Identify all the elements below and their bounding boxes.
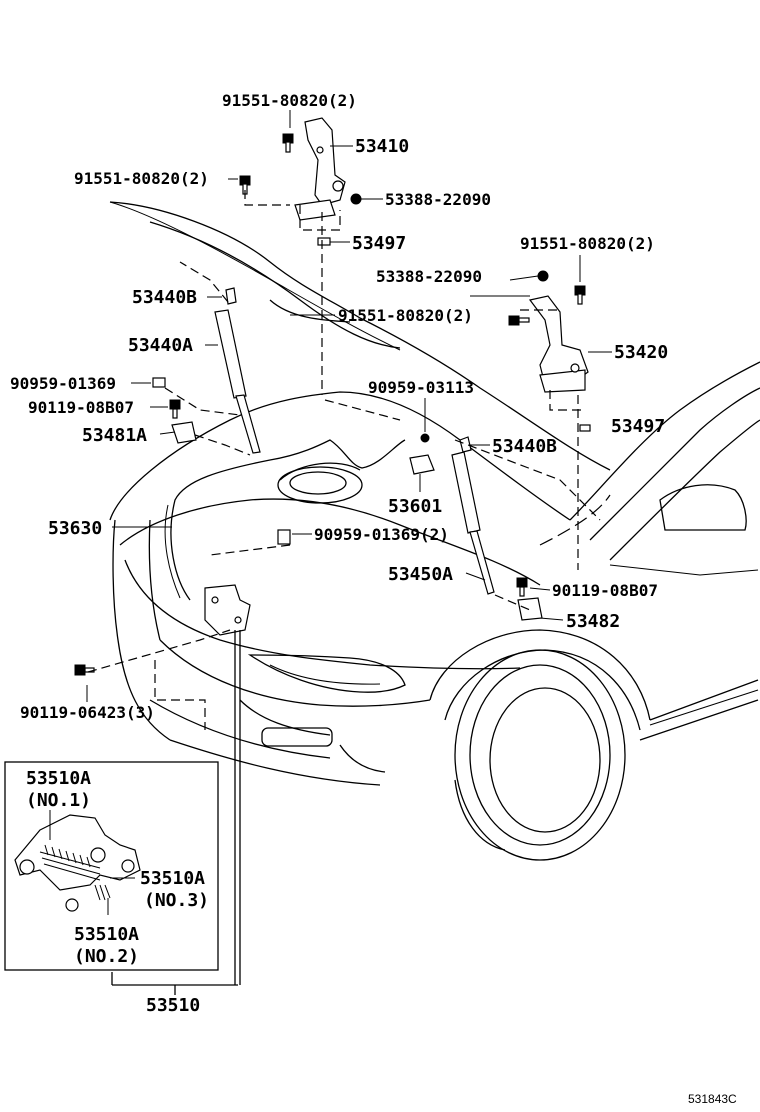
label-stay-l: 53440A (128, 335, 193, 356)
hinge-lh (294, 117, 346, 221)
hood-stay-left (214, 309, 261, 454)
label-cushion-2: 53388-22090 (376, 267, 482, 286)
release-handle (409, 454, 435, 475)
hinge-rh (528, 295, 589, 393)
label-lock-sub-1-no: (NO.1) (26, 790, 91, 811)
label-hinge-lh: 53410 (355, 136, 409, 157)
vehicle-body (109, 361, 760, 861)
label-lock-sub-1: 53510A (26, 768, 91, 789)
label-stay-bracket-r: 53440B (492, 436, 557, 457)
label-clip-2: 90959-03113 (368, 378, 474, 397)
label-lock-sub-2-no: (NO.2) (74, 946, 139, 967)
lock-detail-inset (4, 761, 219, 971)
label-release-handle: 53601 (388, 496, 442, 517)
label-lock-assy: 53510 (146, 995, 200, 1016)
hood-panel (109, 201, 611, 471)
lock-detail-drawing (14, 810, 141, 915)
lock-assembly-bracket (111, 630, 241, 995)
label-stay-mount-l: 53481A (82, 425, 147, 446)
label-stay-mount-r: 53482 (566, 611, 620, 632)
label-bolt-stay-r: 90119-08B07 (552, 581, 658, 600)
leader-lines (86, 110, 612, 702)
label-bolt-hinge-left: 91551-80820(2) (74, 169, 209, 188)
label-stay-bracket-l: 53440B (132, 287, 197, 308)
label-lock-sub-3: 53510A (140, 868, 205, 889)
small-part-icons (152, 193, 591, 545)
label-shim-1: 53497 (352, 233, 406, 254)
label-cushion-1: 53388-22090 (385, 190, 491, 209)
label-bolt-lock: 90119-06423(3) (20, 703, 155, 722)
release-cable (170, 439, 406, 601)
hood-stay-right (451, 451, 495, 595)
label-bolt-hinge-top: 91551-80820(2) (222, 91, 357, 110)
label-cable: 53630 (48, 518, 102, 539)
part-labels: 91551-80820(2) 53410 91551-80820(2) 5338… (10, 91, 737, 1106)
label-hinge-rh: 53420 (614, 342, 668, 363)
hood-lock (204, 584, 251, 636)
label-bolt-mid: 91551-80820(2) (338, 306, 473, 325)
figure-code: 531843C (688, 1092, 737, 1106)
label-bolt-hinge-right: 91551-80820(2) (520, 234, 655, 253)
label-clip-1: 90959-01369 (10, 374, 116, 393)
stay-mounts (171, 421, 543, 621)
label-clip-3: 90959-01369(2) (314, 525, 449, 544)
label-lock-sub-2: 53510A (74, 924, 139, 945)
label-stay-r: 53450A (388, 564, 453, 585)
label-bolt-stay-l: 90119-08B07 (28, 398, 134, 417)
label-lock-sub-3-no: (NO.3) (144, 890, 209, 911)
dashed-guides (87, 190, 611, 730)
label-shim-2: 53497 (611, 416, 665, 437)
